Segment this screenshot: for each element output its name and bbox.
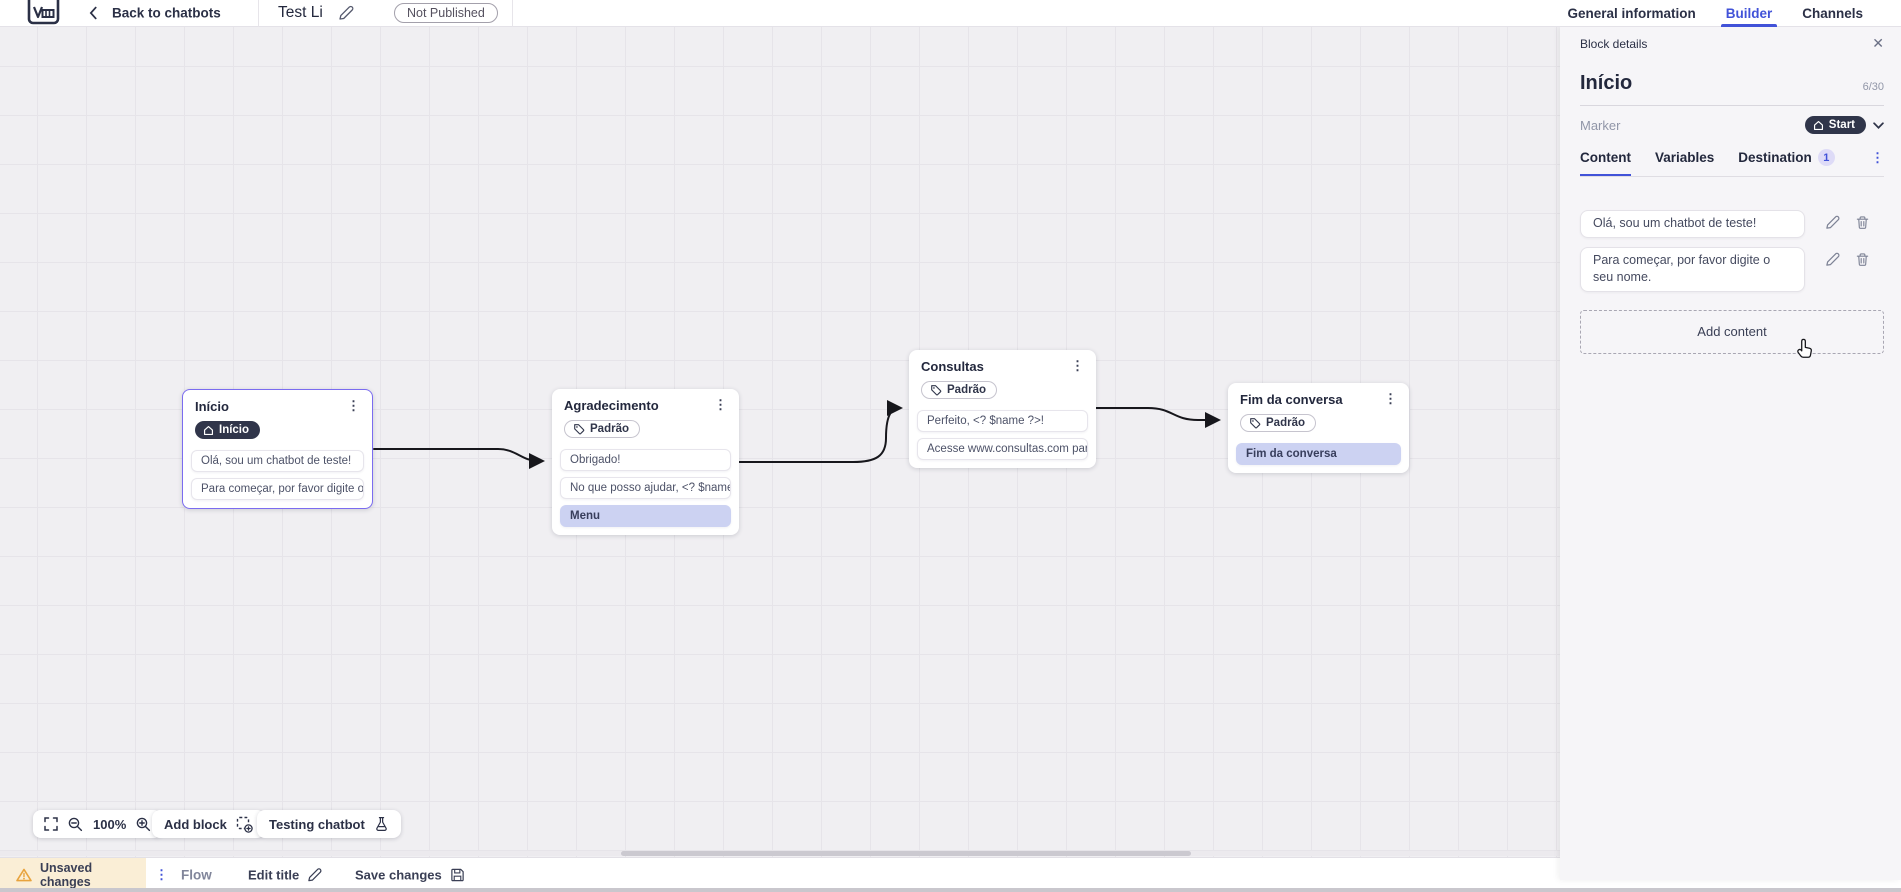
node-menu-icon[interactable]: ⋮ — [714, 397, 727, 412]
warning-icon — [16, 868, 32, 882]
node-content-item[interactable]: No que posso ajudar, <? $name ... — [560, 477, 731, 499]
bottom-edge-strip — [0, 888, 1901, 892]
add-block-icon — [236, 816, 253, 833]
flow-canvas[interactable]: Início ⋮ Início Olá, sou um chatbot de t… — [0, 27, 1560, 857]
status-badge: Not Published — [394, 3, 498, 23]
panel-header: Block details — [1580, 36, 1648, 51]
horizontal-scrollbar[interactable] — [0, 851, 1560, 856]
node-content-item[interactable]: Olá, sou um chatbot de teste! — [191, 449, 364, 472]
node-title: Início — [195, 399, 229, 414]
zoom-controls: 100% — [33, 810, 163, 838]
top-bar: Back to chatbots Test Li Not Published G… — [0, 0, 1901, 27]
unsaved-changes-label: Unsaved changes — [39, 861, 93, 889]
node-menu-icon[interactable]: ⋮ — [347, 398, 360, 413]
marker-badge: Padrão — [921, 381, 997, 399]
save-changes-label: Save changes — [355, 867, 442, 883]
node-content-item[interactable]: Obrigado! — [560, 449, 731, 471]
block-name-input[interactable]: Início — [1580, 72, 1633, 94]
bottom-bar: Unsaved changes ⋮ Flow Edit title Save c… — [0, 857, 1560, 892]
panel-tabs: Content Variables Destination 1 ⋮ — [1580, 149, 1884, 177]
tab-destination-label: Destination — [1738, 150, 1812, 165]
back-to-chatbots-link[interactable]: Back to chatbots — [112, 5, 221, 21]
testing-chatbot-button[interactable]: Testing chatbot — [257, 810, 401, 838]
testing-chatbot-label: Testing chatbot — [269, 816, 365, 832]
node-title: Agradecimento — [564, 398, 659, 413]
marker-badge: Padrão — [564, 420, 640, 438]
node-content-item[interactable]: Acesse www.consultas.com par... — [917, 438, 1088, 460]
edit-pencil-icon[interactable] — [1825, 215, 1840, 230]
bottombar-menu-icon[interactable]: ⋮ — [155, 867, 168, 882]
zoom-out-icon[interactable] — [68, 817, 83, 832]
flow-node-inicio[interactable]: Início ⋮ Início Olá, sou um chatbot de t… — [182, 389, 373, 509]
tab-variables[interactable]: Variables — [1655, 150, 1715, 165]
edit-title-button[interactable]: Edit title — [248, 868, 322, 883]
tag-icon — [931, 385, 942, 396]
delete-trash-icon[interactable] — [1855, 252, 1870, 267]
node-content-item-menu[interactable]: Menu — [560, 505, 731, 527]
node-title: Fim da conversa — [1240, 392, 1343, 407]
edit-title-pencil-icon[interactable] — [338, 5, 354, 21]
scrollbar-thumb[interactable] — [621, 851, 1191, 856]
tab-destination[interactable]: Destination 1 — [1738, 149, 1835, 176]
zoom-level: 100% — [93, 816, 127, 832]
close-icon[interactable]: ✕ — [1872, 35, 1884, 51]
edit-pencil-icon[interactable] — [1825, 252, 1840, 267]
node-content-item[interactable]: Para começar, por favor digite o ... — [191, 477, 364, 500]
delete-trash-icon[interactable] — [1855, 215, 1870, 230]
flow-node-consultas[interactable]: Consultas ⋮ Padrão Perfeito, <? $name ?>… — [909, 350, 1096, 468]
tab-builder[interactable]: Builder — [1720, 0, 1777, 27]
app-logo — [27, 0, 61, 27]
save-icon — [450, 868, 464, 882]
back-chevron-icon[interactable] — [88, 6, 98, 20]
tab-general-information[interactable]: General information — [1567, 6, 1696, 21]
start-marker-badge: Início — [195, 421, 261, 439]
chevron-down-icon — [1873, 121, 1884, 129]
zoom-in-icon[interactable] — [136, 817, 151, 832]
flask-icon — [374, 816, 389, 832]
tab-content[interactable]: Content — [1580, 150, 1631, 176]
unsaved-changes-status: Unsaved changes — [0, 858, 146, 892]
save-changes-button[interactable]: Save changes — [355, 868, 465, 883]
tag-icon — [1250, 418, 1261, 429]
node-content-item[interactable]: Fim da conversa — [1236, 443, 1401, 465]
node-content-item[interactable]: Perfeito, <? $name ?>! — [917, 410, 1088, 432]
destination-count-badge: 1 — [1817, 149, 1835, 166]
tag-icon — [574, 424, 585, 435]
edit-title-label: Edit title — [248, 867, 300, 883]
add-content-button[interactable]: Add content — [1580, 309, 1884, 354]
marker-badge: Padrão — [1240, 414, 1316, 432]
node-menu-icon[interactable]: ⋮ — [1071, 358, 1084, 373]
node-title: Consultas — [921, 359, 984, 374]
topbar-tabs: General information Builder Channels — [1567, 0, 1863, 27]
flow-node-agradecimento[interactable]: Agradecimento ⋮ Padrão Obrigado! No que … — [552, 389, 739, 535]
pencil-icon — [308, 868, 322, 882]
tab-channels[interactable]: Channels — [1802, 6, 1863, 21]
home-icon — [1813, 120, 1823, 130]
home-icon — [203, 425, 214, 435]
marker-select[interactable]: Start — [1804, 116, 1884, 134]
block-details-panel: Block details ✕ Início 6/30 Marker Start… — [1560, 27, 1901, 880]
flow-node-fim-da-conversa[interactable]: Fim da conversa ⋮ Padrão Fim da conversa — [1228, 383, 1409, 473]
fit-screen-icon[interactable] — [44, 817, 58, 831]
panel-menu-icon[interactable]: ⋮ — [1871, 149, 1884, 165]
add-block-label: Add block — [164, 816, 227, 832]
content-field[interactable]: Olá, sou um chatbot de teste! — [1580, 210, 1805, 238]
marker-label: Marker — [1580, 117, 1621, 133]
content-field[interactable]: Para começar, por favor digite o seu nom… — [1580, 246, 1805, 292]
chatbot-title: Test Li — [278, 4, 323, 21]
divider — [258, 0, 259, 27]
add-block-button[interactable]: Add block — [152, 810, 265, 838]
tab-flow[interactable]: Flow — [181, 867, 212, 883]
start-marker-badge: Start — [1804, 116, 1866, 134]
node-menu-icon[interactable]: ⋮ — [1384, 391, 1397, 406]
char-counter: 6/30 — [1862, 81, 1884, 93]
divider — [512, 0, 513, 27]
